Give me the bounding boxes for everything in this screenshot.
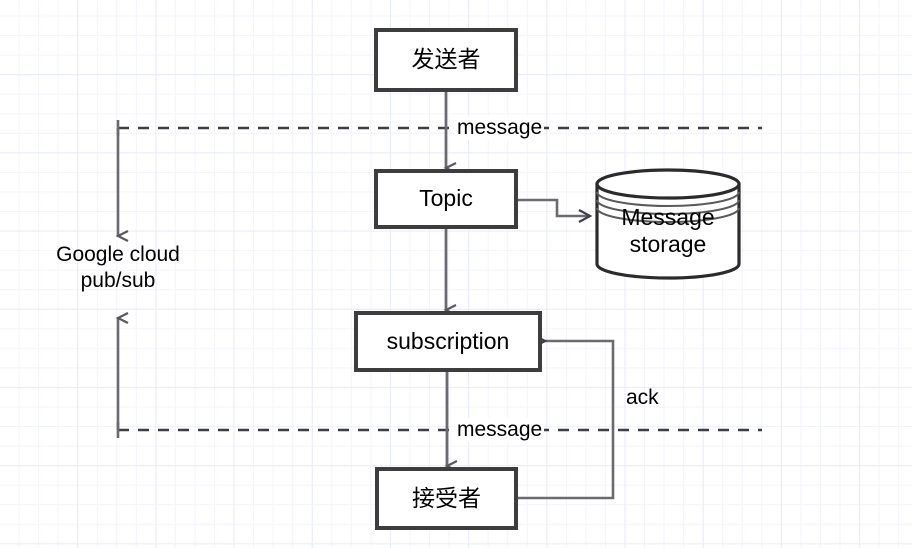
edge-label-message-bottom: message bbox=[455, 418, 545, 442]
node-storage-shape[interactable] bbox=[595, 168, 741, 280]
node-topic-shape[interactable] bbox=[374, 169, 518, 229]
node-shapes bbox=[354, 28, 741, 530]
node-sender-shape[interactable] bbox=[374, 28, 518, 92]
node-subscription-shape[interactable] bbox=[354, 311, 542, 372]
connectors bbox=[443, 90, 615, 500]
edge-label-ack: ack bbox=[626, 386, 659, 409]
edge-label-message-top: message bbox=[455, 116, 545, 140]
edge-receiver-to-subscription-ack bbox=[516, 334, 615, 500]
node-receiver-shape[interactable] bbox=[375, 467, 518, 530]
boundary-region-label: Google cloud pub/sub bbox=[56, 243, 180, 293]
edge-topic-to-storage bbox=[516, 198, 593, 223]
